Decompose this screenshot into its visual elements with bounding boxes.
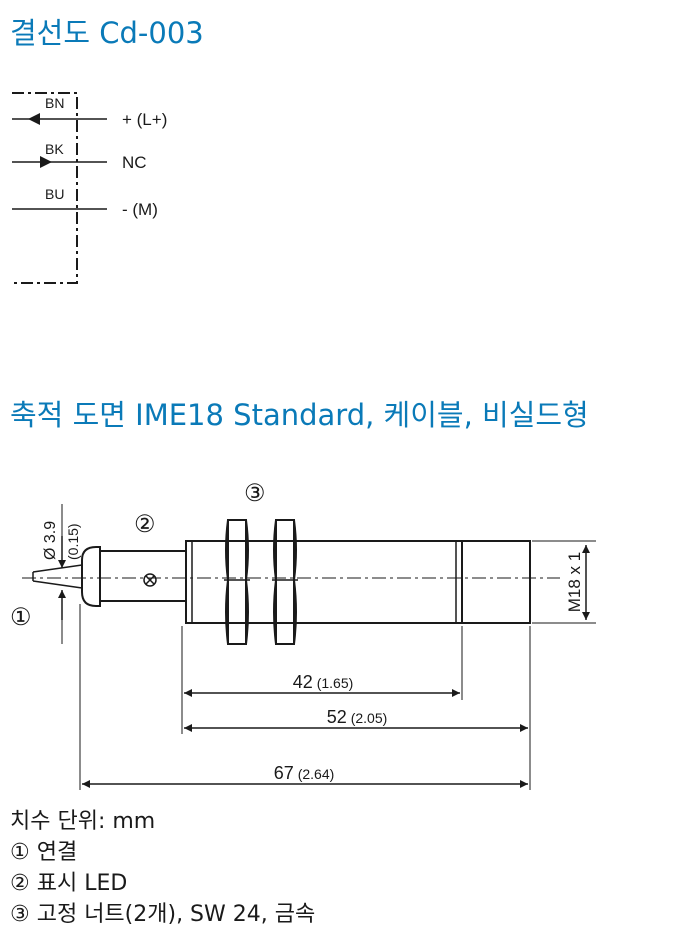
wire-code-bu: BU (45, 186, 64, 202)
callout-2: ② (134, 511, 156, 538)
wire-code-bk: BK (45, 141, 64, 157)
thread-label: M18 x 1 (565, 552, 584, 612)
wire-code-bn: BN (45, 95, 64, 111)
diameter-mm-label: Ø 3.9 (42, 521, 59, 560)
wire-label-bk: NC (122, 153, 147, 172)
legend: 치수 단위: mm ① 연결 ② 표시 LED ③ 고정 너트(2개), SW … (10, 806, 315, 930)
fixing-nut-1 (225, 519, 249, 645)
legend-item-nut: ③ 고정 너트(2개), SW 24, 금속 (10, 902, 316, 927)
wire-label-bn: + (L+) (122, 110, 167, 129)
sensor-boundary (12, 92, 78, 284)
legend-item-connection: ① 연결 (10, 840, 78, 865)
callout-1: ① (10, 604, 32, 631)
callout-3: ③ (244, 480, 266, 507)
units-note: 치수 단위: mm (10, 809, 156, 834)
wire-bk-arrow (40, 156, 52, 168)
diameter-inch-label: (0.15) (65, 523, 81, 560)
cable-line-top (32, 564, 83, 573)
wire-bn-arrow (28, 113, 40, 125)
dim-52-mm: 52(2.05) (327, 707, 388, 727)
dim-42-mm: 42(1.65) (293, 672, 354, 692)
cable-line-bottom (32, 580, 83, 589)
fixing-nut-2 (273, 519, 297, 645)
cable-sleeve (99, 550, 187, 602)
wiring-diagram-title: 결선도 Cd-003 (10, 16, 204, 50)
legend-item-led: ② 표시 LED (10, 871, 128, 896)
sensor-drawing (22, 504, 596, 790)
cable-gland (81, 546, 101, 607)
led-indicator (143, 573, 157, 587)
rear-cap (461, 540, 531, 624)
wiring-diagram (12, 92, 107, 284)
wire-label-bu: - (M) (122, 200, 158, 219)
dim-67-mm: 67(2.64) (274, 763, 335, 783)
dimension-drawing-title: 축적 도면 IME18 Standard, 케이블, 비실드형 (10, 398, 589, 432)
